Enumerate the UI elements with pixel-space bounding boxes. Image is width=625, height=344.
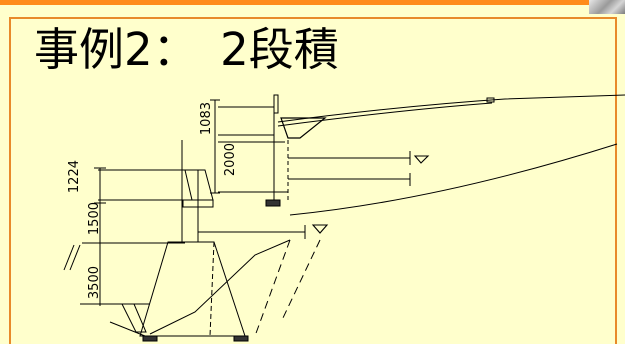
dimension-middle-offset: 1224: [67, 160, 82, 193]
lower-wall-heel: [209, 241, 215, 337]
upper-footing: [265, 199, 281, 207]
dimension-footing: 3500: [87, 266, 102, 299]
left-hatch-1: [63, 244, 75, 271]
ground-level-marker-lower: [311, 224, 329, 234]
dimension-lower-wall: 1500: [87, 202, 102, 235]
lower-footing-left: [142, 335, 158, 342]
road-deck-end: [486, 97, 495, 103]
dimension-upper-block: 1083: [199, 102, 214, 135]
slope-line-upper: [289, 143, 618, 216]
middle-footing: [182, 199, 214, 208]
lower-excavation-2: [281, 239, 321, 321]
lower-footing-right: [233, 335, 249, 342]
content-frame: [9, 17, 617, 344]
lower-wall-body: [139, 241, 246, 337]
left-hatch-2: [69, 244, 81, 271]
road-deck-lower-edge: [277, 102, 493, 127]
road-deck: [277, 94, 625, 123]
corner-photo-thumbnail: [589, 0, 625, 14]
middle-wall-cap: [184, 169, 214, 201]
page-title: 事例2： 2段積: [34, 23, 339, 76]
upper-wall-head: [273, 94, 279, 114]
upper-wall-bracket: [280, 117, 327, 139]
lower-excavation: [254, 239, 291, 337]
ground-level-marker-upper: [413, 155, 430, 164]
dimension-upper-wall: 2000: [223, 143, 238, 176]
slope-line-lower: [149, 239, 291, 335]
gravel-drain: [121, 303, 147, 333]
slide-top-accent-bar: [0, 0, 625, 5]
